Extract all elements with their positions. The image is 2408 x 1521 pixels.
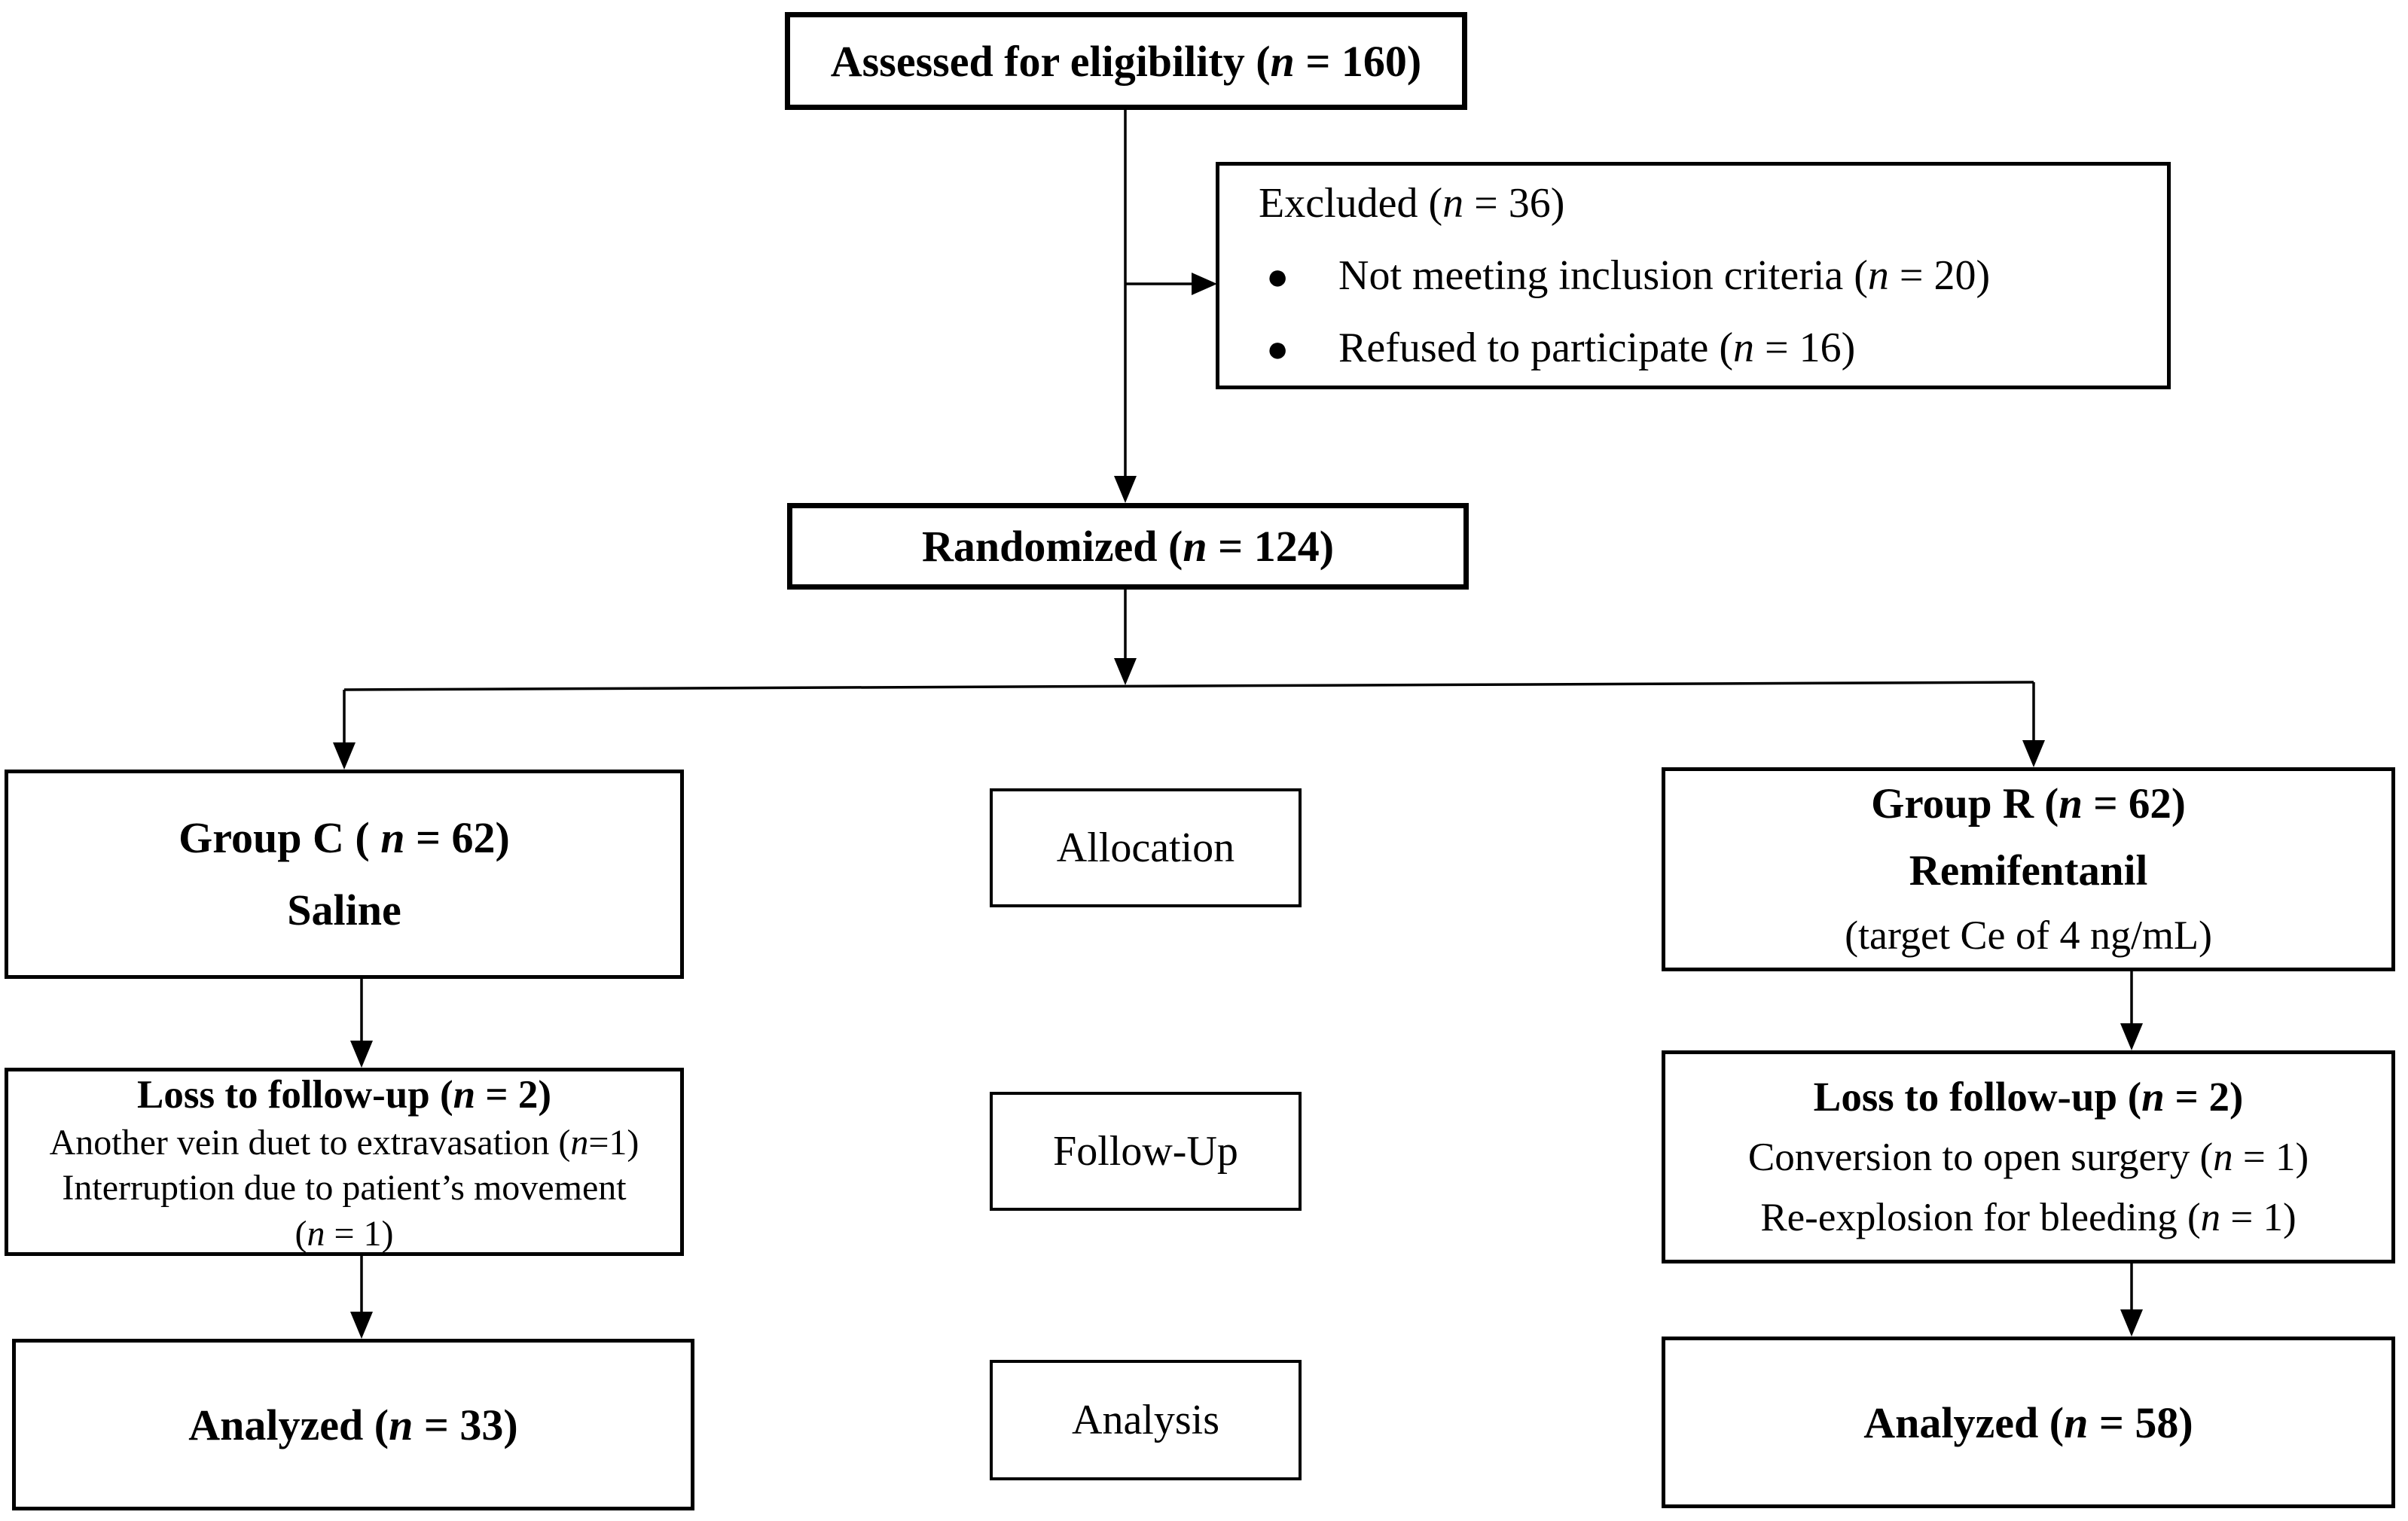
loss-right-title: Loss to follow-up (n = 2) bbox=[1813, 1073, 2244, 1120]
group-c-drug: Saline bbox=[287, 885, 401, 934]
excluded-box: Excluded (n = 36) ● Not meeting inclusio… bbox=[1216, 162, 2171, 389]
randomized-box: Randomized (n = 124) bbox=[787, 503, 1469, 590]
loss-left-title: Loss to follow-up (n = 2) bbox=[137, 1072, 551, 1117]
loss-followup-right-box: Loss to follow-up (n = 2) Conversion to … bbox=[1662, 1050, 2395, 1263]
analysis-label: Analysis bbox=[1072, 1397, 1219, 1443]
loss-left-item: Another vein duet to extravasation (n=1) bbox=[49, 1122, 639, 1163]
arrowhead-into-group-c bbox=[333, 742, 356, 770]
loss-left-item: Interruption due to patient’s movement bbox=[62, 1168, 627, 1209]
follow-up-stage-box: Follow-Up bbox=[990, 1092, 1302, 1211]
loss-left-item: (n = 1) bbox=[295, 1213, 394, 1254]
arrowhead-into-analyzed-right bbox=[2120, 1309, 2143, 1337]
analyzed-right-box: Analyzed (n = 58) bbox=[1662, 1337, 2395, 1508]
arrowhead-into-loss-right bbox=[2120, 1023, 2143, 1050]
group-c-title: Group C ( n = 62) bbox=[179, 813, 510, 863]
analysis-stage-box: Analysis bbox=[990, 1360, 1302, 1480]
group-r-dose: (target Ce of 4 ng/mL) bbox=[1845, 913, 2212, 958]
arrowhead-into-group-r bbox=[2022, 740, 2045, 767]
loss-right-item: Conversion to open surgery (n = 1) bbox=[1747, 1135, 2309, 1180]
arrowhead-into-loss-left bbox=[350, 1041, 373, 1068]
loss-followup-left-box: Loss to follow-up (n = 2) Another vein d… bbox=[5, 1068, 684, 1256]
loss-right-item: Re-explosion for bleeding (n = 1) bbox=[1760, 1195, 2297, 1239]
bullet-icon: ● bbox=[1266, 328, 1289, 370]
follow-up-label: Follow-Up bbox=[1053, 1128, 1238, 1175]
analyzed-right-label: Analyzed (n = 58) bbox=[1863, 1398, 2193, 1447]
randomized-label: Randomized (n = 124) bbox=[921, 522, 1335, 571]
allocation-stage-box: Allocation bbox=[990, 788, 1302, 907]
arrowhead-into-analyzed-left bbox=[350, 1312, 373, 1339]
bullet-icon: ● bbox=[1266, 255, 1289, 297]
excluded-item: ● Not meeting inclusion criteria (n = 20… bbox=[1259, 239, 2167, 312]
excluded-item: ● Refused to participate (n = 16) bbox=[1259, 312, 2167, 384]
excluded-title: Excluded (n = 36) bbox=[1259, 179, 1565, 227]
group-r-title: Group R (n = 62) bbox=[1871, 780, 2186, 828]
connector-split-horizontal bbox=[343, 681, 2034, 691]
arrowhead-onto-split bbox=[1114, 658, 1137, 685]
arrowhead-into-randomized bbox=[1114, 476, 1137, 503]
assessed-box: Assessed for eligibility (n = 160) bbox=[785, 12, 1467, 110]
arrowhead-into-excluded bbox=[1192, 273, 1217, 295]
allocation-label: Allocation bbox=[1056, 825, 1235, 871]
analyzed-left-label: Analyzed (n = 33) bbox=[188, 1400, 518, 1449]
group-r-box: Group R (n = 62) Remifentanil (target Ce… bbox=[1662, 767, 2395, 971]
analyzed-left-box: Analyzed (n = 33) bbox=[12, 1339, 694, 1510]
group-c-box: Group C ( n = 62) Saline bbox=[5, 770, 684, 979]
group-r-drug: Remifentanil bbox=[1909, 846, 2148, 895]
assessed-label: Assessed for eligibility (n = 160) bbox=[830, 36, 1422, 86]
